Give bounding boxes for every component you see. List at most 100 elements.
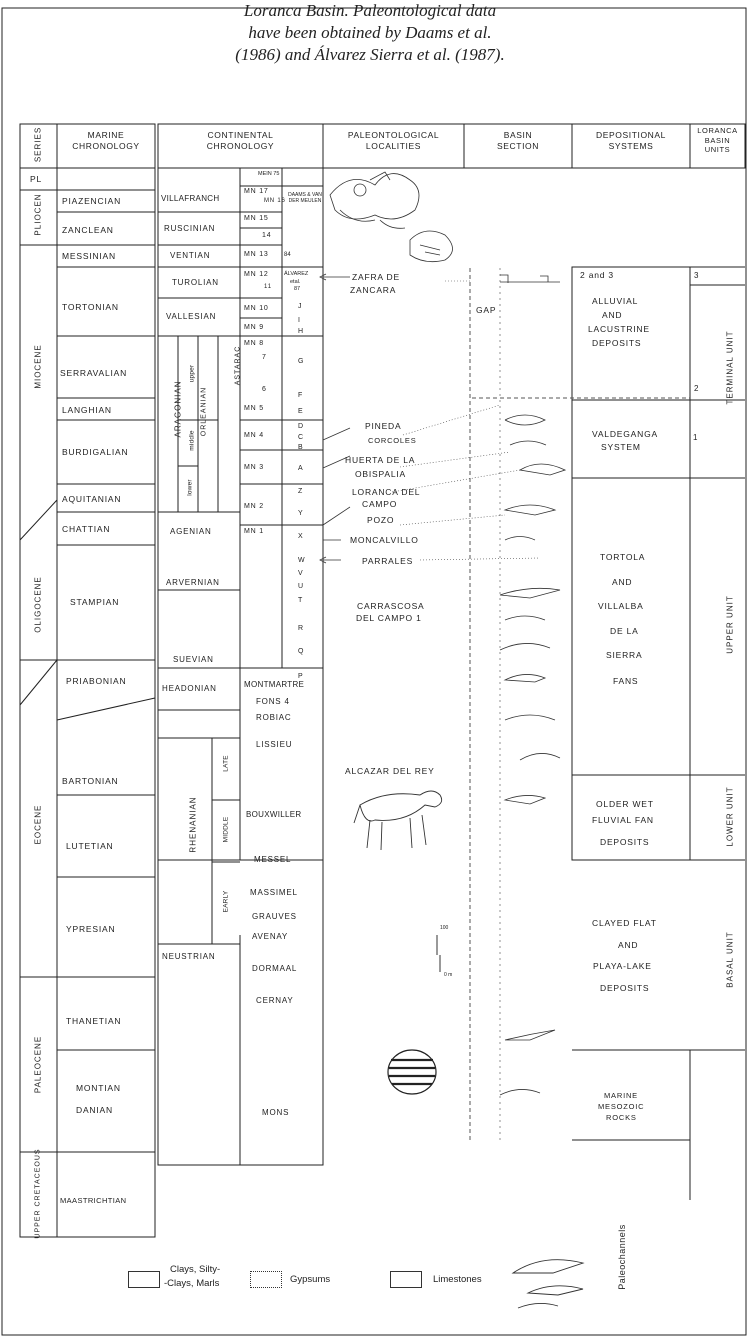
depo-text: AND: [618, 940, 638, 950]
basin-scale-zero: 0 m: [444, 972, 452, 978]
sub-middle: middle: [189, 421, 196, 461]
continental-stage: VALLESIAN: [166, 312, 216, 321]
depo-text: DEPOSITS: [592, 338, 641, 348]
ref-level: CERNAY: [256, 996, 294, 1005]
header-paleo-line1: PALEONTOLOGICAL: [323, 130, 464, 141]
continental-aragonian: ARAGONIAN: [174, 382, 183, 438]
locality: CARRASCOSA: [357, 601, 425, 611]
unit-basal: BASAL UNIT: [726, 910, 735, 1010]
mn-unit: MN 9: [244, 324, 264, 331]
zone-letter: R: [298, 625, 304, 632]
series-paleocene: PALEOCENE: [34, 1025, 43, 1105]
mn-unit: MN 5: [244, 405, 264, 412]
header-continental-line1: CONTINENTAL: [158, 130, 323, 141]
paleochannel-icon: [508, 1248, 598, 1318]
series-upper-cretaceous: UPPER CRETACEOUS: [35, 1134, 42, 1254]
header-paleo: PALEONTOLOGICAL LOCALITIES: [323, 130, 464, 152]
header-basin-line2: SECTION: [464, 141, 572, 152]
mn-unit: MN 8: [244, 340, 264, 347]
continental-stage: HEADONIAN: [162, 684, 217, 693]
depo-text: VILLALBA: [598, 601, 644, 611]
rhen-late: LATE: [223, 744, 230, 784]
continental-orleanian: ORLEANIAN: [201, 384, 208, 440]
locality: PARRALES: [362, 556, 413, 566]
locality: CAMPO: [362, 499, 397, 509]
marine-stage: BARTONIAN: [62, 776, 118, 786]
zone-alvarez-84: 84: [284, 252, 291, 258]
depo-text: VALDEGANGA: [592, 429, 658, 439]
sub-upper: upper: [189, 354, 196, 394]
locality: ZAFRA DE: [352, 272, 400, 282]
legend-gypsums-swatch: [250, 1271, 282, 1288]
depo-text: DEPOSITS: [600, 837, 649, 847]
zone-letter: V: [298, 570, 303, 577]
depo-text: MARINE: [604, 1091, 638, 1100]
locality: POZO: [367, 515, 394, 525]
zone-alvarez: ÁLVAREZ: [284, 271, 308, 277]
zone-letter: C: [298, 434, 304, 441]
mn-unit: 14: [262, 232, 271, 239]
header-marine-line1: MARINE: [57, 130, 155, 141]
mn-unit: 6: [262, 386, 267, 393]
mn-unit: 7: [262, 354, 267, 361]
continental-astaracian: ASTARAC: [235, 338, 242, 394]
header-basin-line1: BASIN: [464, 130, 572, 141]
zone-letter: Z: [298, 488, 303, 495]
locality: CORCOLES: [368, 436, 417, 445]
mn-unit: MN 2: [244, 503, 264, 510]
series-eocene: EOCENE: [34, 785, 43, 865]
marine-stage: SERRAVALIAN: [60, 368, 127, 378]
sub-lower: lower: [187, 468, 194, 508]
depo-text: TORTOLA: [600, 552, 645, 562]
ref-level: BOUXWILLER: [246, 810, 301, 819]
depo-text: DE LA: [610, 626, 639, 636]
depo-text: SYSTEM: [601, 442, 641, 452]
continental-stage: NEUSTRIAN: [162, 952, 215, 961]
ref-level: LISSIEU: [256, 740, 292, 749]
mn-unit: 11: [264, 284, 272, 290]
header-depo-line2: SYSTEMS: [572, 141, 690, 152]
depo-text: LACUSTRINE: [588, 324, 650, 334]
depo-text: ROCKS: [606, 1113, 637, 1122]
continental-stage: AGENIAN: [170, 527, 212, 536]
depo-text: FLUVIAL FAN: [592, 815, 654, 825]
legend-clays-line2: -Clays, Marls: [164, 1278, 219, 1289]
mn-unit: MN 3: [244, 464, 264, 471]
marine-stage: PRIABONIAN: [66, 676, 126, 686]
ref-level: MASSIMEL: [250, 888, 298, 897]
header-series: SERIES: [34, 117, 43, 173]
ref-level: MONTMARTRE: [244, 680, 304, 689]
unit-number: 2: [694, 384, 699, 393]
depo-text: MESOZOIC: [598, 1102, 644, 1111]
marine-stage: STAMPIAN: [70, 597, 119, 607]
legend-paleochannels: Paleochannels: [617, 1212, 627, 1302]
locality: PINEDA: [365, 421, 401, 431]
mn-unit: MN 16: [264, 198, 286, 204]
zone-letter: D: [298, 423, 304, 430]
header-depo: DEPOSITIONAL SYSTEMS: [572, 130, 690, 152]
header-marine-line2: CHRONOLOGY: [57, 141, 155, 152]
header-units: LORANCA BASIN UNITS: [690, 126, 745, 155]
zone-letter: X: [298, 533, 303, 540]
ref-level: FONS 4: [256, 697, 290, 706]
zone-letter: P: [298, 673, 303, 680]
continental-stage: ARVERNIAN: [166, 578, 220, 587]
marine-stage: ZANCLEAN: [62, 225, 114, 235]
turtle-shell-icon: [384, 1042, 444, 1102]
continental-stage: VILLAFRANCH: [161, 194, 219, 203]
legend-gypsums: Gypsums: [290, 1274, 330, 1285]
marine-stage: MAASTRICHTIAN: [60, 1196, 126, 1205]
header-units-line3: UNITS: [690, 145, 745, 155]
continental-stage: TUROLIAN: [172, 278, 219, 287]
ref-level: GRAUVES: [252, 912, 297, 921]
depo-text: SIERRA: [606, 650, 642, 660]
depo-text: PLAYA-LAKE: [593, 961, 652, 971]
ref-level: MESSEL: [254, 855, 291, 864]
series-pl: PL: [30, 174, 42, 184]
rhen-early: EARLY: [223, 882, 230, 922]
locality: MONCALVILLO: [350, 535, 419, 545]
basin-scale: 100: [440, 925, 448, 931]
mammal-sketch-icon: [350, 780, 460, 860]
mn-unit: MN 10: [244, 305, 269, 312]
ref-level: MONS: [262, 1108, 289, 1117]
